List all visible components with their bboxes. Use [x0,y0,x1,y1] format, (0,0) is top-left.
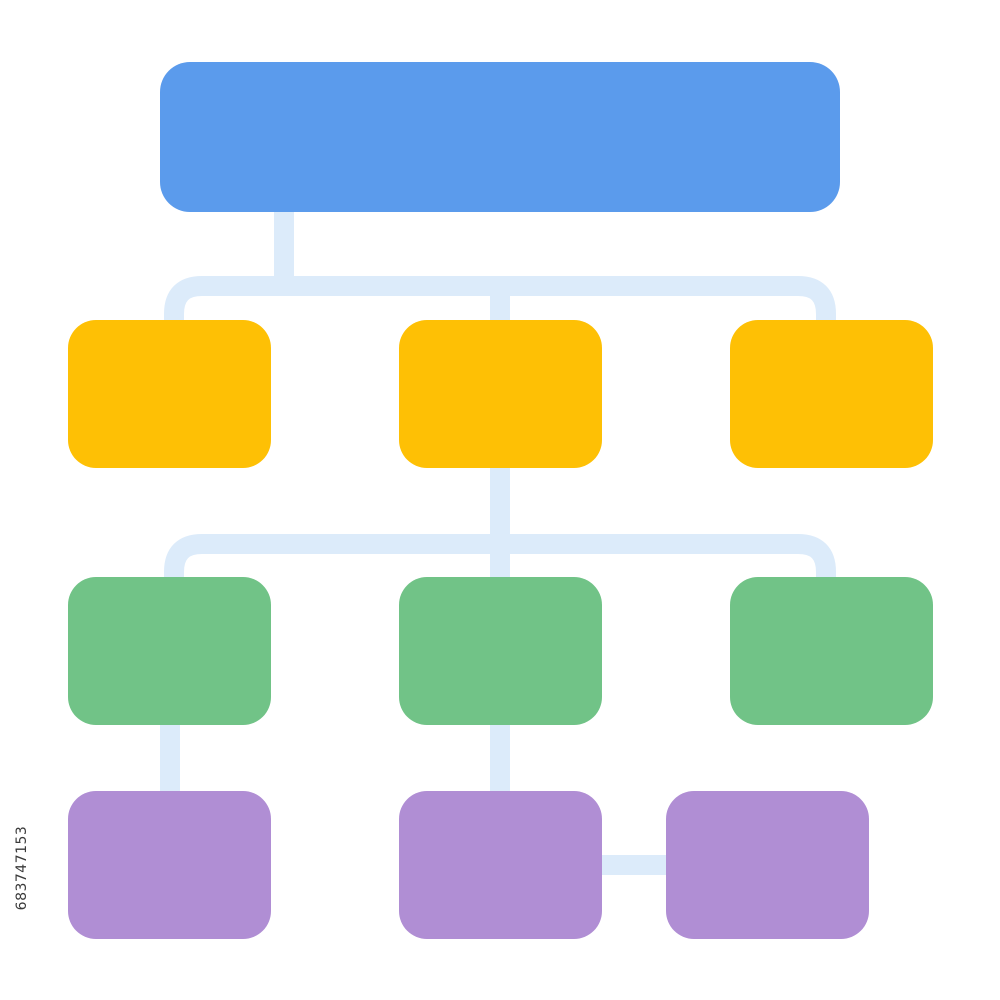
stock-id-text: 683747153 [14,825,30,911]
level3-node-left [68,577,271,725]
connector-level3-bar [164,534,836,580]
level2-node-left [68,320,271,468]
level4-node-right [666,791,869,939]
level2-node-right [730,320,933,468]
connectors [160,210,836,875]
root-node [160,62,840,212]
level2-node-middle [399,320,602,468]
level4-node-middle [399,791,602,939]
stock-id-watermark: 683747153 [14,768,30,968]
level3-node-right [730,577,933,725]
level3-node-middle [399,577,602,725]
level4-node-left [68,791,271,939]
